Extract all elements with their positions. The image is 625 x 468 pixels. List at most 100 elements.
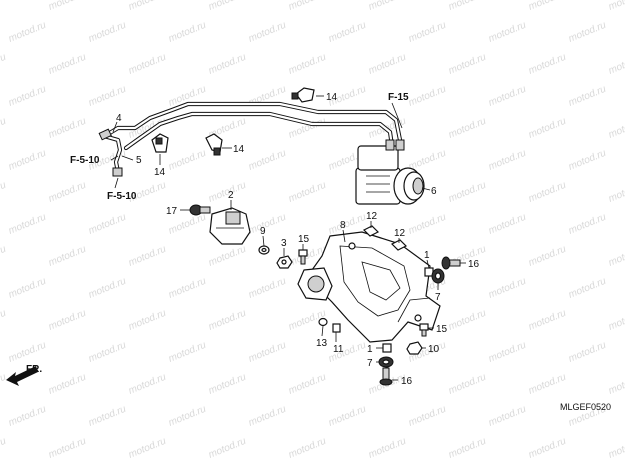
pipe-clamp-left xyxy=(151,133,169,153)
watermark-text: motod.ru xyxy=(207,0,248,13)
callout-12-top: 12 xyxy=(366,211,378,222)
callout-10: 10 xyxy=(428,344,440,355)
watermark-text: motod.ru xyxy=(567,212,608,237)
callout-16-top: 16 xyxy=(468,259,480,270)
callout-16-bottom: 16 xyxy=(401,376,413,387)
nut-12-bottom xyxy=(390,239,408,251)
abs-modulator-unit xyxy=(355,139,425,205)
watermark-text: motod.ru xyxy=(487,212,528,237)
watermark-text: motod.ru xyxy=(7,20,48,45)
grommet-7-bottom xyxy=(378,356,394,368)
watermark-text: motod.ru xyxy=(167,20,208,45)
watermark-text: motod.ru xyxy=(47,308,88,333)
watermark-text: motod.ru xyxy=(127,244,168,269)
collar-11 xyxy=(332,323,341,333)
watermark-text: motod.ru xyxy=(287,52,328,77)
watermark-text: motod.ru xyxy=(367,436,408,461)
watermark-text: motod.ru xyxy=(527,0,568,13)
watermark-text: motod.ru xyxy=(487,84,528,109)
watermark-text: motod.ru xyxy=(0,0,8,13)
callout-f510-top: F-5-10 xyxy=(70,155,100,166)
watermark-text: motod.ru xyxy=(447,116,488,141)
watermark-text: motod.ru xyxy=(0,52,8,77)
watermark-text: motod.ru xyxy=(567,148,608,173)
watermark-text: motod.ru xyxy=(447,308,488,333)
callout-4: 4 xyxy=(116,113,122,124)
watermark-text: motod.ru xyxy=(447,0,488,13)
washer-9 xyxy=(258,245,270,255)
watermark-text: motod.ru xyxy=(327,404,368,429)
nut-12-top xyxy=(362,225,380,237)
watermark-text: motod.ru xyxy=(0,180,8,205)
callout-14-top: 14 xyxy=(326,92,338,103)
watermark-text: motod.ru xyxy=(47,244,88,269)
watermark-text: motod.ru xyxy=(607,0,625,13)
watermark-text: motod.ru xyxy=(527,436,568,461)
watermark-text: motod.ru xyxy=(87,20,128,45)
watermark-text: motod.ru xyxy=(367,52,408,77)
watermark-text: motod.ru xyxy=(247,212,288,237)
watermark-text: motod.ru xyxy=(207,436,248,461)
watermark-text: motod.ru xyxy=(247,148,288,173)
callout-9: 9 xyxy=(260,226,266,237)
pipe-fitting-bottom xyxy=(112,167,123,177)
callout-6: 6 xyxy=(431,186,437,197)
watermark-text: motod.ru xyxy=(0,116,8,141)
pipe-clamp-top xyxy=(291,87,315,103)
watermark-text: motod.ru xyxy=(127,436,168,461)
watermark-text: motod.ru xyxy=(447,180,488,205)
watermark-text: motod.ru xyxy=(487,404,528,429)
watermark-text: motod.ru xyxy=(527,52,568,77)
watermark-text: motod.ru xyxy=(367,0,408,13)
watermark-text: motod.ru xyxy=(127,308,168,333)
watermark-text: motod.ru xyxy=(527,180,568,205)
bolt-16-bottom xyxy=(379,367,393,386)
bracket-pivot xyxy=(297,267,333,301)
watermark-text: motod.ru xyxy=(207,308,248,333)
callout-labels: F-15 4 F-5-10 5 F-5-10 14 14 14 6 2 17 8… xyxy=(70,92,480,387)
watermark-text: motod.ru xyxy=(0,372,8,397)
watermark-text: motod.ru xyxy=(47,0,88,13)
callout-13: 13 xyxy=(316,338,328,349)
watermark-text: motod.ru xyxy=(327,20,368,45)
pipe-clamp-mid xyxy=(205,133,223,156)
watermark-text: motod.ru xyxy=(247,340,288,365)
brake-pipe-assembly xyxy=(98,101,403,177)
callout-17: 17 xyxy=(166,206,178,217)
watermark-text: motod.ru xyxy=(407,404,448,429)
watermark-text: motod.ru xyxy=(47,436,88,461)
watermark-text: motod.ru xyxy=(247,404,288,429)
watermark-text: motod.ru xyxy=(567,276,608,301)
callout-7-bottom: 7 xyxy=(367,358,373,369)
diagram-code: MLGEF0520 xyxy=(560,402,611,412)
watermark-text: motod.ru xyxy=(447,436,488,461)
watermark-text: motod.ru xyxy=(7,212,48,237)
bolt-17 xyxy=(189,204,211,216)
watermark-text: motod.ru xyxy=(607,436,625,461)
watermark-text: motod.ru xyxy=(407,84,448,109)
watermark-text: motod.ru xyxy=(527,244,568,269)
watermark-text: motod.ru xyxy=(567,84,608,109)
callout-12-bottom: 12 xyxy=(394,228,406,239)
callout-3: 3 xyxy=(281,238,287,249)
watermark-text: motod.ru xyxy=(167,276,208,301)
watermark-text: motod.ru xyxy=(7,148,48,173)
collar-1-bottom xyxy=(382,343,392,353)
watermark-text: motod.ru xyxy=(47,180,88,205)
watermark-text: motod.ru xyxy=(47,372,88,397)
watermark-text: motod.ru xyxy=(207,52,248,77)
watermark-text: motod.ru xyxy=(527,308,568,333)
watermark-text: motod.ru xyxy=(247,20,288,45)
watermark-text: motod.ru xyxy=(447,372,488,397)
watermark-text: motod.ru xyxy=(607,180,625,205)
front-arrow-icon xyxy=(6,366,38,386)
watermark-text: motod.ru xyxy=(7,84,48,109)
callout-11: 11 xyxy=(333,344,344,355)
watermark-text: motod.ru xyxy=(487,340,528,365)
watermark-text: motod.ru xyxy=(0,308,8,333)
watermark-text: motod.ru xyxy=(487,148,528,173)
watermark-text: motod.ru xyxy=(287,372,328,397)
watermark-text: motod.ru xyxy=(87,404,128,429)
